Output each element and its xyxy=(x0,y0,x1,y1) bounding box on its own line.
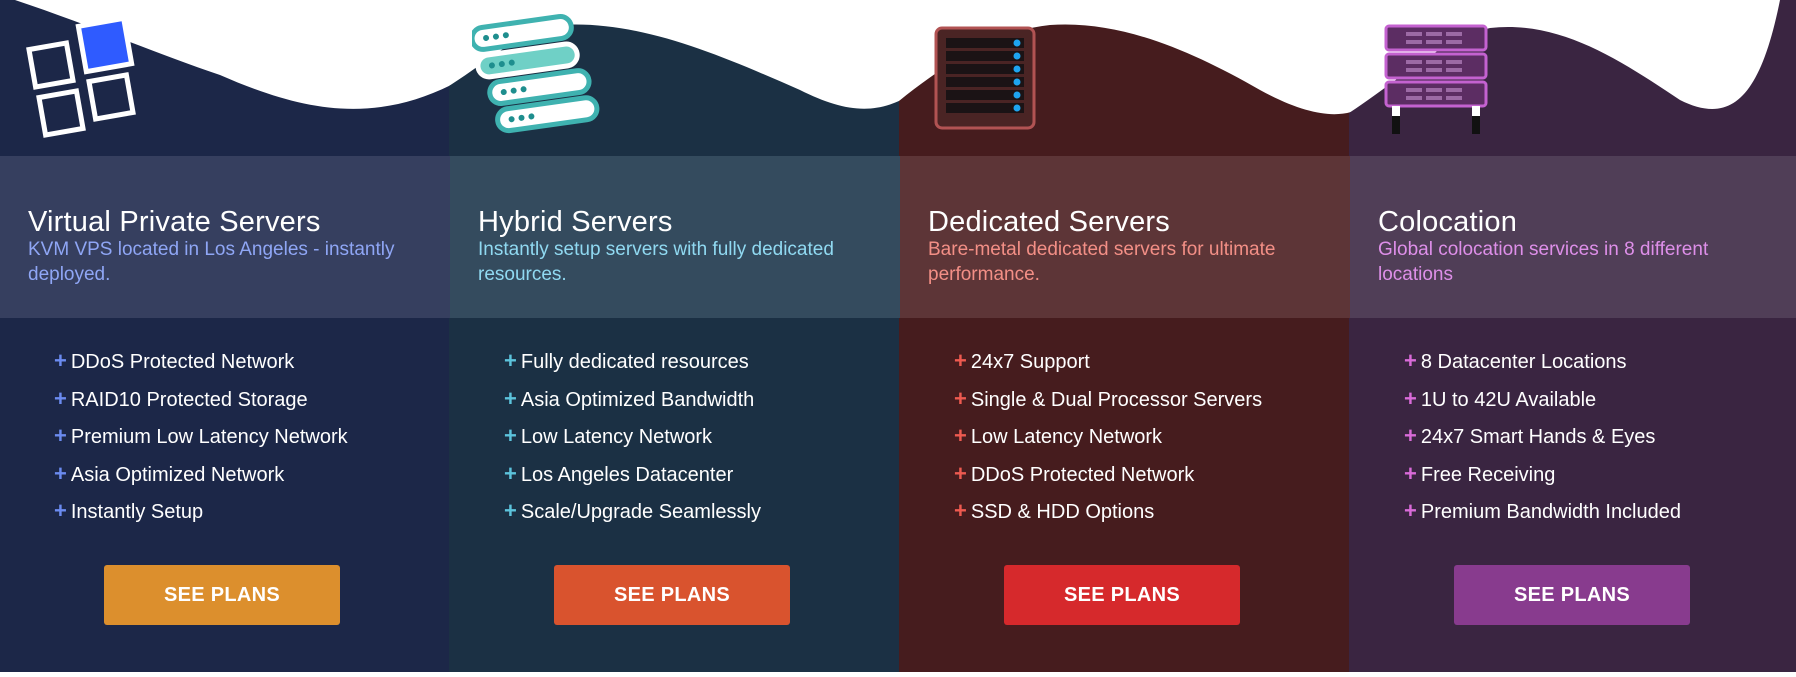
plus-icon: + xyxy=(1404,423,1417,448)
see-plans-button-colocation[interactable]: SEE PLANS xyxy=(1454,565,1690,625)
plus-icon: + xyxy=(504,385,517,411)
plus-icon: + xyxy=(54,498,67,523)
see-plans-button-hybrid[interactable]: SEE PLANS xyxy=(554,565,790,625)
column-description: Bare-metal dedicated servers for ultimat… xyxy=(928,239,1276,285)
feature-item: +SSD & HDD Options xyxy=(954,498,1155,523)
hybrid-column: Hybrid Servers Instantly setup servers w… xyxy=(450,0,900,672)
plus-icon: + xyxy=(1404,460,1417,486)
plus-icon: + xyxy=(504,423,517,448)
plus-icon: + xyxy=(954,460,967,486)
vps-column: Virtual Private Servers KVM VPS located … xyxy=(0,0,450,672)
title-band xyxy=(0,156,450,318)
plus-icon: + xyxy=(504,348,517,373)
column-description: Instantly setup servers with fully dedic… xyxy=(478,239,834,285)
feature-item: +Low Latency Network xyxy=(504,423,713,448)
feature-item: +Free Receiving xyxy=(1404,460,1556,486)
plus-icon: + xyxy=(54,385,67,411)
feature-list: +Fully dedicated resources +Asia Optimiz… xyxy=(504,348,761,536)
column-description: Global colocation services in 8 differen… xyxy=(1378,239,1709,285)
feature-item: +Asia Optimized Network xyxy=(54,460,285,486)
plus-icon: + xyxy=(54,460,67,486)
plus-icon: + xyxy=(954,423,967,448)
feature-item: +24x7 Smart Hands & Eyes xyxy=(1404,423,1656,448)
feature-item: +DDoS Protected Network xyxy=(54,348,295,373)
plus-icon: + xyxy=(954,385,967,411)
feature-item: +DDoS Protected Network xyxy=(954,460,1195,486)
column-title: Hybrid Servers xyxy=(478,206,673,239)
title-band xyxy=(1350,156,1796,318)
dedicated-column: Dedicated Servers Bare-metal dedicated s… xyxy=(900,0,1350,672)
feature-item: +Los Angeles Datacenter xyxy=(504,460,734,486)
vps-grid-icon xyxy=(26,16,136,138)
colocation-rack-icon xyxy=(1384,24,1488,134)
feature-item: +RAID10 Protected Storage xyxy=(54,385,308,411)
plus-icon: + xyxy=(954,348,967,373)
column-description: KVM VPS located in Los Angeles - instant… xyxy=(28,239,395,285)
feature-item: +Premium Bandwidth Included xyxy=(1404,498,1681,523)
plus-icon: + xyxy=(54,348,67,373)
dedicated-server-icon xyxy=(934,26,1036,130)
feature-item: +Fully dedicated resources xyxy=(504,348,749,373)
plus-icon: + xyxy=(504,460,517,486)
feature-item: +Low Latency Network xyxy=(954,423,1163,448)
feature-item: +Premium Low Latency Network xyxy=(54,423,348,448)
feature-item: +Single & Dual Processor Servers xyxy=(954,385,1263,411)
title-band xyxy=(450,156,900,318)
see-plans-button-dedicated[interactable]: SEE PLANS xyxy=(1004,565,1240,625)
hybrid-server-stack-icon xyxy=(472,14,600,134)
feature-item: +1U to 42U Available xyxy=(1404,385,1597,411)
plus-icon: + xyxy=(54,423,67,448)
title-band xyxy=(900,156,1350,318)
see-plans-button-vps[interactable]: SEE PLANS xyxy=(104,565,340,625)
column-title: Virtual Private Servers xyxy=(28,206,321,239)
column-title: Dedicated Servers xyxy=(928,206,1170,239)
feature-list: +8 Datacenter Locations +1U to 42U Avail… xyxy=(1404,348,1681,536)
feature-list: +DDoS Protected Network +RAID10 Protecte… xyxy=(54,348,348,536)
plus-icon: + xyxy=(1404,498,1417,523)
feature-item: +Scale/Upgrade Seamlessly xyxy=(504,498,761,523)
feature-item: +Asia Optimized Bandwidth xyxy=(504,385,755,411)
colocation-column: Colocation Global colocation services in… xyxy=(1350,0,1796,672)
plus-icon: + xyxy=(1404,348,1417,373)
plus-icon: + xyxy=(504,498,517,523)
feature-list: +24x7 Support +Single & Dual Processor S… xyxy=(954,348,1262,536)
column-title: Colocation xyxy=(1378,206,1518,239)
feature-item: +24x7 Support xyxy=(954,348,1090,373)
plus-icon: + xyxy=(1404,385,1417,411)
feature-item: +Instantly Setup xyxy=(54,498,204,523)
feature-item: +8 Datacenter Locations xyxy=(1404,348,1627,373)
plus-icon: + xyxy=(954,498,967,523)
